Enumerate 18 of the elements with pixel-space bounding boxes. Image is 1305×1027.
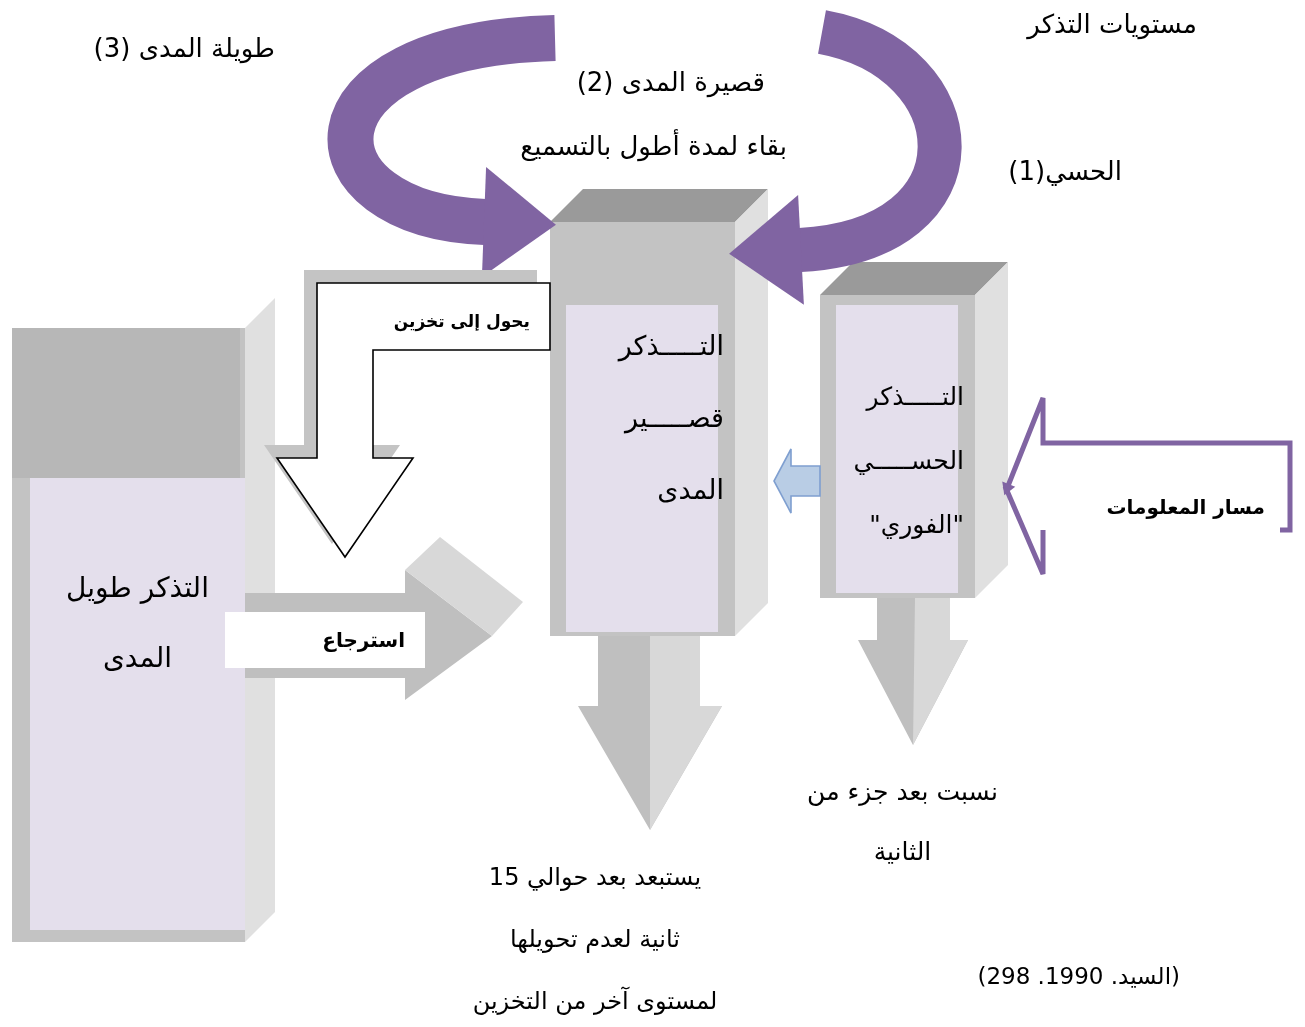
box-label: التـــــذكر قصـــــير المدى xyxy=(616,329,724,507)
arrow xyxy=(773,448,821,514)
citation: (السيد. 1990. 298) xyxy=(977,962,1180,991)
level-label: الحسي(1) xyxy=(1008,155,1122,188)
heading: مستويات التذكر xyxy=(1027,8,1197,42)
arrow xyxy=(729,10,962,305)
note-text: يستبعد بعد حوالي 15 ثانية لعدم تحويلها لمستوى آخر من التخزين xyxy=(472,846,718,1027)
arrow xyxy=(858,598,968,745)
flow-label: مسار المعلومات xyxy=(1085,490,1265,524)
box-label: التذكر طويل المدى xyxy=(65,570,210,676)
note-text: نسبت بعد جزء من الثانية xyxy=(780,762,1025,882)
note-text: بقاء لمدة أطول بالتسميع xyxy=(520,128,787,164)
arrow xyxy=(1002,395,1293,577)
level-label: طويلة المدى (3) xyxy=(93,32,275,66)
arrow xyxy=(578,636,722,830)
edge-label: استرجاع xyxy=(225,612,425,668)
box-label: التـــــذكر الحســـــي "الفوري" xyxy=(852,381,964,541)
level-label: قصيرة المدى (2) xyxy=(576,66,765,100)
